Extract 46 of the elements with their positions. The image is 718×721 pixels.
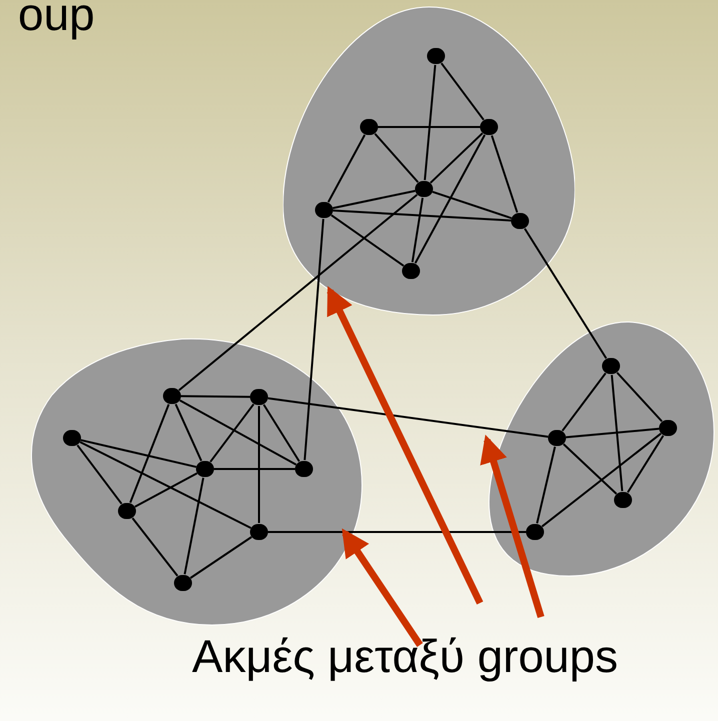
edge-line bbox=[262, 404, 300, 462]
edge-line bbox=[178, 194, 418, 392]
edge-line bbox=[304, 218, 324, 460]
edge-line bbox=[626, 435, 664, 493]
edge-line bbox=[536, 446, 556, 524]
caption-text: Ακμές μεταξύ groups bbox=[192, 629, 618, 684]
edge-line bbox=[440, 62, 484, 120]
edge-line bbox=[132, 518, 178, 576]
edge-line bbox=[80, 439, 196, 468]
edge-line bbox=[80, 441, 252, 529]
edge-line bbox=[332, 210, 512, 222]
edge-line bbox=[616, 372, 663, 422]
edge-line bbox=[432, 190, 512, 220]
edge-line bbox=[490, 135, 518, 213]
edge-line bbox=[268, 531, 526, 533]
edge-line bbox=[184, 478, 204, 574]
edge-line bbox=[562, 443, 618, 495]
leader-arrow bbox=[480, 434, 544, 618]
leader-arrow bbox=[326, 286, 484, 605]
edge-line bbox=[268, 397, 548, 438]
edge-line bbox=[411, 198, 424, 262]
edge-line bbox=[541, 432, 662, 528]
edge-line bbox=[180, 395, 250, 398]
edge-line bbox=[374, 133, 419, 183]
edge-line bbox=[330, 214, 404, 267]
edge-line bbox=[424, 64, 436, 180]
edge-line bbox=[76, 444, 122, 504]
edge-line bbox=[610, 374, 624, 492]
edge-line bbox=[524, 228, 608, 359]
edge-line bbox=[174, 404, 202, 462]
edge-line bbox=[134, 472, 198, 508]
edge-line bbox=[566, 428, 660, 438]
edge-line bbox=[258, 406, 260, 523]
cut-off-text: oup bbox=[18, 0, 95, 42]
edge-line bbox=[179, 399, 297, 466]
edge-line bbox=[430, 132, 484, 184]
edge-line bbox=[190, 536, 252, 579]
edge-line bbox=[378, 126, 480, 128]
edge-line bbox=[214, 468, 295, 470]
edge-line bbox=[327, 134, 366, 203]
edge-line bbox=[129, 404, 170, 503]
edge-line bbox=[332, 190, 416, 210]
leader-arrow bbox=[342, 528, 423, 647]
edge-line bbox=[562, 372, 606, 432]
edge-line bbox=[414, 134, 486, 264]
edge-line bbox=[210, 404, 254, 462]
